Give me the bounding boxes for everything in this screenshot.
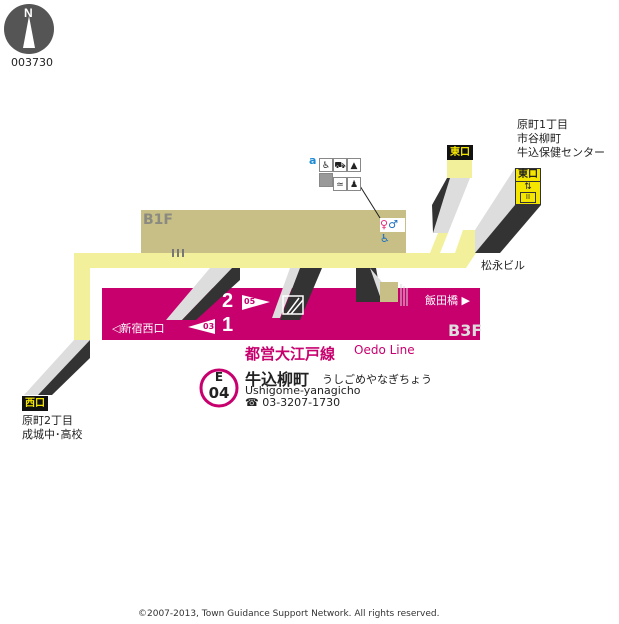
west-stair-light (24, 340, 90, 395)
corridor-to-east-b (455, 230, 475, 253)
east-a-stair-light (433, 178, 470, 233)
escalator-icon (282, 295, 304, 315)
compass-needle (23, 16, 35, 48)
landmark: 成城中･高校 (22, 428, 83, 441)
exit-number-2: 2 (222, 290, 234, 312)
car-number-05: 05 (244, 297, 256, 306)
b1f-corridor (74, 253, 476, 340)
east-a-landing (447, 160, 472, 178)
escalator-dark (280, 268, 322, 320)
compass-letter: N (24, 6, 33, 20)
station-name-en: Ushigome-yanagicho (245, 384, 361, 397)
copyright: ©2007-2013, Town Guidance Support Networ… (138, 609, 440, 619)
stair-2-light (166, 268, 232, 320)
west-stair-dark (38, 340, 90, 395)
station-code-number: 04 (208, 384, 230, 402)
landmark: 牛込保健センター (517, 146, 605, 159)
stair-east-light (370, 268, 382, 302)
station-name-kana: うしごめやなぎちょう (322, 373, 432, 386)
landmark: 市谷柳町 (517, 132, 561, 145)
stroller-icon: ⛟ (333, 158, 347, 172)
accessible-toilet-icon: ♿ (380, 232, 390, 245)
person-icon: ♟ (347, 177, 361, 191)
exit-number-1: 1 (222, 314, 234, 336)
b1f-concourse (141, 210, 406, 253)
elevator-updown-icon: ⇅ (524, 182, 532, 192)
exit-label-east-a[interactable]: 東口 (447, 145, 473, 160)
exit-label-east-b: 東口 (516, 169, 540, 182)
matsunaga-building-label: 松永ビル (481, 259, 525, 272)
station-phone: ☎ 03-3207-1730 (245, 396, 341, 409)
map-code: 003730 (11, 56, 53, 69)
stair-east-landing (380, 282, 398, 302)
escalator-light (272, 268, 300, 318)
gate-mark (182, 249, 184, 257)
elevator-exit-box[interactable]: 東口 ⇅ ⅠⅠ (515, 168, 541, 205)
floor-label-b3f: B3F (448, 321, 483, 340)
landmark: 原町2丁目 (22, 414, 73, 427)
car-marker-03 (188, 319, 215, 334)
station-code-line: E (214, 370, 224, 384)
car-number-03: 03 (203, 322, 215, 331)
locker-icon: ▲ (347, 158, 361, 172)
toilet-icons: ♀♂♿ (380, 218, 405, 245)
landmark: 原町1丁目 (517, 118, 568, 131)
east-b-stair-dark (475, 205, 541, 253)
elevator-icon: ⅠⅠ (520, 192, 536, 203)
east-b-stair-light (475, 168, 515, 253)
east-a-stair-dark (432, 178, 450, 233)
east-b-landmarks: 原町1丁目 市谷柳町 牛込保健センター (517, 118, 605, 160)
female-toilet-icon: ♀ (380, 218, 389, 231)
gate-mark (172, 249, 174, 257)
gate-mark (177, 249, 179, 257)
car-marker-05 (242, 295, 270, 310)
direction-shinjuku-nishiguchi: ◁新宿西口 (112, 322, 165, 335)
west-landmarks: 原町2丁目 成城中･高校 (22, 414, 83, 442)
blank-icon (319, 173, 333, 187)
stair-2-dark (182, 268, 240, 320)
corridor-to-east-a (430, 233, 448, 253)
direction-iidabashi: 飯田橋 ▶ (425, 294, 470, 307)
male-toilet-icon: ♂ (388, 218, 398, 231)
line-name-ja: 都営大江戸線 (245, 345, 336, 363)
gate-letter: a (309, 154, 317, 167)
wheelchair-icon: ♿ (319, 158, 333, 172)
bench-icon: ≃ (333, 177, 347, 191)
exit-label-west[interactable]: 西口 (22, 396, 48, 411)
station-number-badge (199, 368, 239, 408)
line-name-en: Oedo Line (354, 343, 415, 357)
facility-grid: ♿⛟▲ ≃♟ (319, 153, 361, 191)
floor-label-b1f: B1F (143, 212, 173, 228)
station-name-ja: 牛込柳町 (245, 370, 310, 389)
